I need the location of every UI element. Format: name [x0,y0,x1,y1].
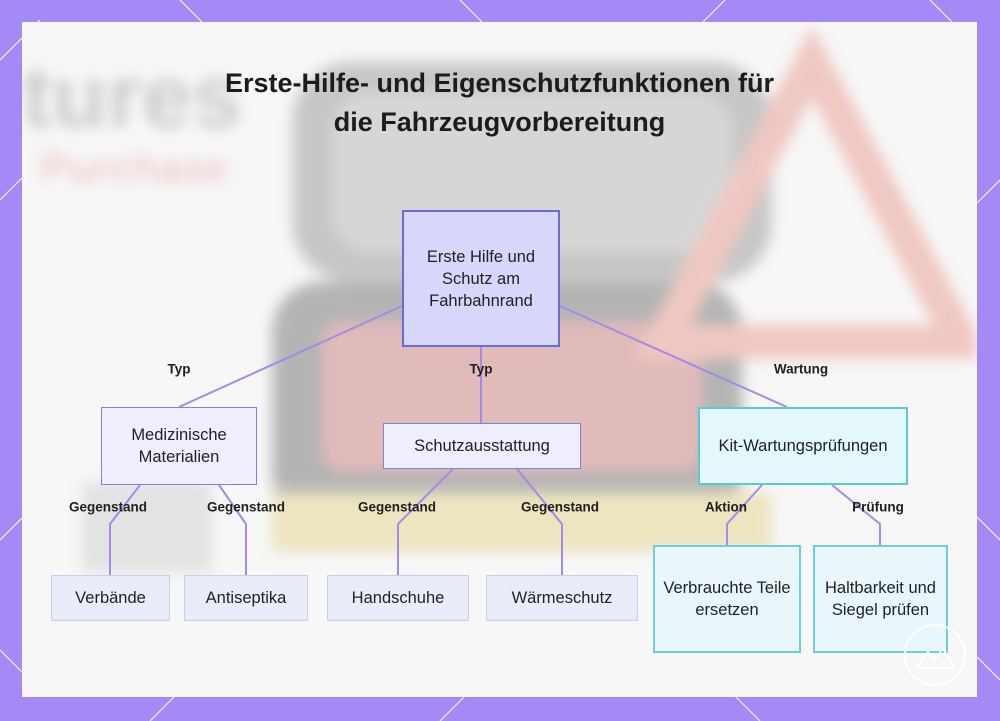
diagram-card: tures Purchase Erste-Hilfe- und Eigensch… [22,22,977,697]
node-bandages: Verbände [51,575,170,621]
edge-maint-expiry [831,484,881,545]
node-kit-maintenance: Kit-Wartungsprüfungen [698,407,908,485]
node-medical-materials: Medizinische Materialien [101,407,257,485]
edge-protective-gloves [397,468,454,575]
connectors [109,305,881,575]
node-gloves: Handschuhe [327,575,469,621]
edge-label-type-protective: Typ [469,361,493,377]
node-antiseptics: Antiseptika [184,575,308,621]
edge-label-check: Prüfung [852,499,904,515]
edge-maint-replace [726,484,763,545]
edge-label-item-gloves: Gegenstand [357,499,437,515]
node-protective-equipment: Schutzausstattung [383,423,581,469]
root-node: Erste Hilfe und Schutz am Fahrbahnrand [402,210,560,347]
edge-label-item-bandages: Gegenstand [68,499,148,515]
node-thermal-protection: Wärmeschutz [486,575,638,621]
node-check-expiry-seals: Haltbarkeit und Siegel prüfen [813,545,948,653]
edge-protective-thermal [516,468,563,575]
edge-label-item-antiseptics: Gegenstand [206,499,286,515]
node-replace-used-parts: Verbrauchte Teile ersetzen [653,545,801,653]
background-text-1: tures [22,47,242,147]
mountain-logo-icon [904,624,966,686]
diagram-title: Erste-Hilfe- und Eigenschutzfunktionen f… [224,68,774,137]
edge-label-action: Aktion [705,499,747,515]
edge-label-item-thermal: Gegenstand [520,499,600,515]
edge-root-maintenance [559,305,788,408]
edge-label-maintenance: Wartung [773,361,829,377]
background-text-2: Purchase [40,144,229,191]
edge-medical-antiseptics [218,484,247,575]
edge-label-type-medical: Typ [167,361,191,377]
edge-medical-bandages [109,484,141,575]
edge-root-medical [178,305,403,408]
